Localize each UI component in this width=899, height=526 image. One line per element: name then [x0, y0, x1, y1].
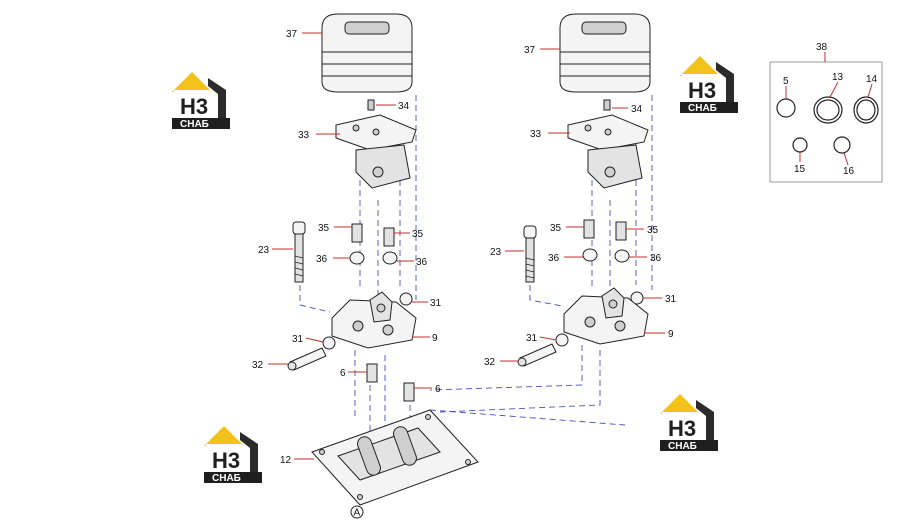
callout-35-left-1: 35: [318, 223, 330, 234]
callout-31-right-1: 31: [665, 294, 677, 305]
callout-36-right-1: 36: [548, 253, 560, 264]
callout-33-left: 33: [298, 130, 310, 141]
base-block-9-left: [331, 291, 417, 349]
callout-37-right: 37: [524, 45, 536, 56]
callout-13: 13: [832, 72, 844, 83]
logo-brand-text: СНАБ: [688, 103, 717, 114]
reference-marker-a: A: [350, 505, 364, 519]
watermark-logo-1: H3 СНАБ: [172, 72, 230, 130]
logo-brand-text: СНАБ: [668, 441, 697, 452]
callout-12: 12: [280, 455, 292, 466]
rubber-boot-right: [559, 13, 651, 93]
callout-6-left-2: 6: [435, 384, 441, 395]
callout-36-left-1: 36: [316, 254, 328, 265]
callout-37-left: 37: [286, 29, 298, 40]
seal-kit-box: [769, 61, 883, 183]
callout-31-right-2: 31: [526, 333, 538, 344]
watermark-logo-2: H3 СНАБ: [680, 56, 738, 114]
logo-brand-text: СНАБ: [212, 473, 241, 484]
callout-23-right: 23: [490, 247, 502, 258]
bracket-33-right: [567, 114, 649, 189]
bushing-31-right-lower: [555, 333, 569, 347]
callout-36-left-2: 36: [416, 257, 428, 268]
springs-35-right: [583, 219, 627, 241]
callout-6-left-1: 6: [340, 368, 346, 379]
logo-mark-text: H3: [668, 416, 696, 441]
callout-34-left: 34: [398, 101, 410, 112]
rubber-boot-left: [321, 13, 413, 93]
nut-34-left: [367, 99, 375, 111]
bolt-23-left: [292, 221, 306, 283]
right-assembly: [517, 13, 651, 367]
callout-36-right-2: 36: [650, 253, 662, 264]
bolt-23-right: [523, 225, 537, 283]
callout-38: 38: [816, 42, 828, 53]
pin-32-right: [517, 343, 557, 367]
logo-mark-text: H3: [180, 94, 208, 119]
logo-brand-text: СНАБ: [180, 119, 209, 130]
nut-34-right: [603, 99, 611, 111]
callout-31-left-2: 31: [292, 334, 304, 345]
callout-35-left-2: 35: [412, 229, 424, 240]
callout-9-right: 9: [668, 329, 674, 340]
callout-14: 14: [866, 74, 878, 85]
base-plate-12: [311, 409, 479, 506]
watermark-logo-4: H3 СНАБ: [204, 426, 262, 484]
ring-16: [833, 136, 851, 154]
callout-32-left: 32: [252, 360, 264, 371]
base-block-9-right: [563, 287, 649, 345]
callout-32-right: 32: [484, 357, 496, 368]
callout-5: 5: [783, 76, 789, 87]
seal-ring-14: [853, 96, 879, 124]
screws-6-left: [366, 363, 415, 402]
springs-35-left: [351, 223, 395, 247]
callout-34-right: 34: [631, 104, 643, 115]
callout-35-right-2: 35: [647, 225, 659, 236]
callout-31-left-1: 31: [430, 298, 442, 309]
left-assembly: [287, 13, 479, 506]
bushing-31-left-upper: [399, 292, 413, 306]
logo-mark-text: H3: [688, 78, 716, 103]
callout-33-right: 33: [530, 129, 542, 140]
callout-labels: 37 34 33 35 35 23 36 36 31 9 31 32 6 6 1…: [252, 29, 878, 519]
logo-mark-text: H3: [212, 448, 240, 473]
assembly-guide-lines: [299, 95, 653, 465]
callout-9-left: 9: [432, 333, 438, 344]
watermark-logo-3: H3 СНАБ: [660, 394, 718, 452]
pin-32-left: [287, 347, 327, 371]
svg-text:A: A: [354, 508, 361, 519]
callout-23-left: 23: [258, 245, 270, 256]
washers-36-left: [349, 251, 398, 265]
bracket-33-left: [335, 114, 417, 189]
callout-35-right-1: 35: [550, 223, 562, 234]
seal-ring-13: [813, 96, 843, 124]
leader-lines: [268, 32, 873, 460]
callout-16: 16: [843, 166, 855, 177]
callout-15: 15: [794, 164, 806, 175]
bushing-31-left-lower: [322, 336, 336, 350]
washers-36-right: [582, 248, 630, 263]
